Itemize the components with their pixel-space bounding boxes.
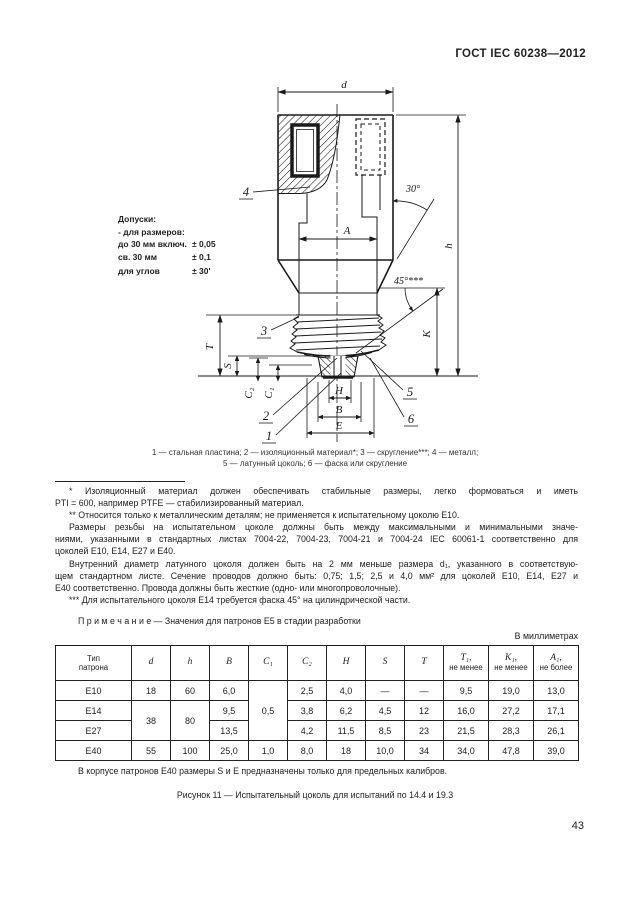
- inner-wall-left: [298, 193, 308, 315]
- page-number: 43: [571, 820, 584, 832]
- footnote-line: PTI = 600, например PTFE — стабилизирова…: [55, 498, 304, 509]
- dim-label-A: A: [343, 225, 351, 237]
- footnotes-block: * Изоляционный материал должен обеспечив…: [55, 485, 578, 606]
- footnote-line: ниями, указанными в стандартных листах 7…: [55, 534, 578, 545]
- tolerance-subtitle: - для размеров:: [118, 226, 185, 237]
- insulator-tip: [317, 355, 359, 379]
- col-header-S: S: [365, 645, 405, 681]
- figure-legend: 1 — стальная пластина; 2 — изоляционный …: [0, 447, 630, 469]
- footnote-line: Внутренний диаметр латунного цоколя долж…: [69, 558, 578, 569]
- footnote-line: щем стандартном листе. Сечение проводов …: [55, 570, 578, 581]
- dim-label-T: T: [204, 343, 216, 350]
- dim-label-d: d: [341, 79, 347, 91]
- callout-6: 6: [408, 412, 415, 426]
- col-header-h: h: [170, 645, 210, 681]
- callout-1: 1: [266, 429, 272, 443]
- legend-line-2: 5 — латунный цоколь; 6 — фаска или скруг…: [222, 459, 408, 468]
- cell-type: Е40: [55, 740, 132, 761]
- figure-caption: Рисунок 11 — Испытательный цоколь для ис…: [176, 790, 454, 800]
- contact-slot-right: [355, 118, 386, 176]
- footnote-line: Размеры резьбы на испытательном цоколе д…: [69, 522, 578, 533]
- dim-label-S: S: [222, 363, 234, 369]
- footnote-line: ** Относится только к металлическим дета…: [69, 510, 460, 521]
- footnote-line: цоколей Е10, Е14, Е27 и Е40.: [55, 546, 176, 557]
- col-header-A1: A₁,не более: [533, 645, 579, 681]
- col-header-H: H: [326, 645, 366, 681]
- callout-3: 3: [260, 324, 267, 338]
- tolerance-row: до 30 мм включ. ± 0,05: [118, 239, 216, 250]
- dim-label-C2: C₂: [243, 387, 255, 398]
- callouts: 4 3 2 1 5 6: [239, 185, 418, 444]
- callout-4: 4: [243, 185, 249, 199]
- tolerance-row: для углов ± 30': [118, 266, 211, 277]
- col-header-d: d: [131, 645, 171, 681]
- legend-line-1: 1 — стальная пластина; 2 — изоляционный …: [151, 448, 479, 457]
- table-row-e10: Е10 18 60 6,0 0,5 2,5 4,0 — — 9,5 19,0 1…: [55, 680, 579, 741]
- tolerance-row: св. 30 мм ± 0,1: [118, 251, 211, 262]
- inner-wall-right: [361, 175, 381, 315]
- col-header-K1: K₁,не менее: [488, 645, 534, 681]
- col-header-T: T: [404, 645, 444, 681]
- dim-label-C1: C₁: [263, 387, 275, 398]
- angle-annotations: 30° 45°***: [355, 184, 444, 354]
- dim-label-h: h: [443, 243, 455, 249]
- cell-type: Е27: [55, 720, 132, 741]
- callout-2: 2: [263, 409, 269, 423]
- cap-section-hatching: [277, 114, 386, 315]
- col-header-C2: C₂: [287, 645, 327, 681]
- units-label: В миллиметрах: [514, 631, 578, 641]
- tolerance-title: Допуски:: [118, 214, 157, 224]
- footnote-separator: [55, 481, 185, 482]
- col-header-B: B: [209, 645, 249, 681]
- footnote-line: * Изоляционный материал должен обеспечив…: [69, 486, 578, 496]
- thread-section: [289, 314, 387, 359]
- dim-label-H: H: [334, 385, 344, 397]
- callout-5: 5: [407, 385, 413, 399]
- table-row-e27: Е27 13,5 4,2 11,5 8,5 23 21,5 28,3 26,1: [55, 720, 579, 741]
- table-row-e40: Е40 55 100 25,0 1,0 8,0 18 10,0 34 34,0 …: [55, 740, 579, 761]
- dimension-lines: d A h K T S C₂ C₁: [198, 79, 478, 438]
- col-header-T1: T₁,не менее: [443, 645, 489, 681]
- table-row-e14: Е14 38 80 9,5 3,8 6,2 4,5 12 16,0 27,2 1…: [55, 700, 579, 741]
- cell-type: Е14: [55, 700, 132, 721]
- after-table-note: В корпусе патронов Е40 размеры S и Е пре…: [78, 766, 448, 776]
- doc-header: ГОСТ IEC 60238—2012: [455, 48, 586, 60]
- dim-label-E: E: [335, 420, 343, 432]
- dim-label-K: K: [421, 330, 433, 339]
- cell-type: Е10: [55, 680, 132, 701]
- footnote-line: *** Для испытательного цоколя Е14 требуе…: [69, 594, 411, 605]
- tolerance-block: Допуски: - для размеров: до 30 мм включ.…: [118, 213, 236, 278]
- note-line: П р и м е ч а н и е — Значения для патро…: [78, 616, 361, 626]
- angle-45-label: 45°***: [394, 276, 423, 287]
- footnote-line: Е40 соответственно. Провода должны быть …: [55, 582, 401, 593]
- figure-11-drawing: d A h K T S C₂ C₁: [198, 79, 478, 444]
- angle-30-label: 30°: [405, 184, 420, 195]
- dim-label-B: B: [336, 404, 343, 416]
- col-header-C1: C₁: [248, 645, 288, 681]
